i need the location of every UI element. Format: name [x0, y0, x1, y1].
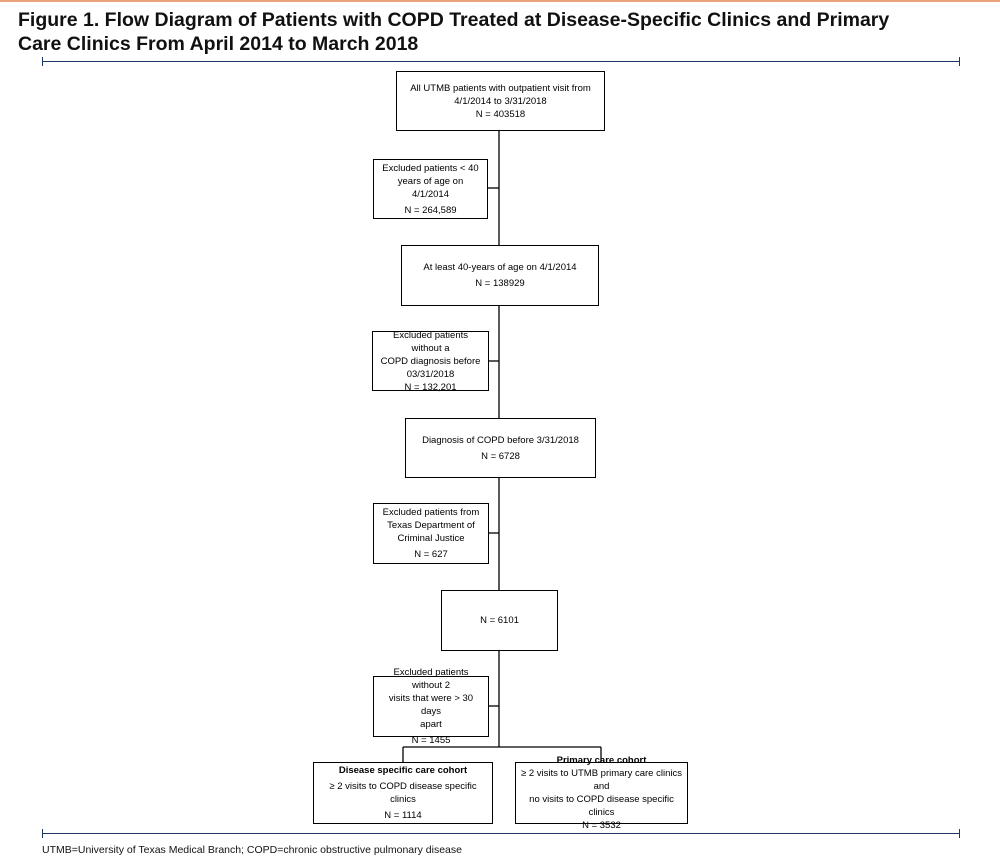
top-accent-line: [0, 0, 1000, 2]
excluded-age-box: Excluded patients < 40 years of age on 4…: [373, 159, 488, 219]
excluded-tdcj-line-3: Criminal Justice: [397, 533, 465, 544]
excluded-visits-line-1: Excluded patients without 2: [393, 667, 469, 691]
excluded-no-copd-line-2: COPD diagnosis before: [380, 355, 481, 367]
primary-care-line-1: ≥ 2 visits to UTMB primary care clinics …: [521, 768, 682, 792]
age-40-plus-count: N = 138929: [475, 278, 525, 289]
age-40-plus-box: At least 40-years of age on 4/1/2014 N =…: [401, 245, 599, 306]
primary-care-cohort-box: Primary care cohort ≥ 2 visits to UTMB p…: [515, 755, 688, 831]
all-patients-count: N = 403518: [475, 108, 526, 120]
primary-care-heading: Primary care cohort: [556, 755, 647, 766]
all-patients-box: All UTMB patients with outpatient visit …: [396, 71, 605, 131]
copd-diagnosis-box: Diagnosis of COPD before 3/31/2018 N = 6…: [405, 418, 596, 478]
disease-specific-line-1: ≥ 2 visits to COPD disease specific clin…: [329, 781, 477, 805]
excluded-age-line-2: years of age on 4/1/2014: [397, 175, 464, 200]
excluded-visits-line-2: visits that were > 30 days: [388, 693, 474, 717]
figure-title-line-1: Figure 1. Flow Diagram of Patients with …: [18, 9, 890, 31]
excluded-no-copd-line-1: Excluded patients without a: [393, 329, 468, 354]
figure-title-line-2: Care Clinics From April 2014 to March 20…: [18, 33, 419, 55]
all-patients-line-2: 4/1/2014 to 3/31/2018: [454, 95, 547, 107]
primary-care-line-2: no visits to COPD disease specific clini…: [529, 794, 674, 818]
excluded-visits-box: Excluded patients without 2 visits that …: [373, 667, 489, 746]
top-divider: [42, 57, 960, 66]
excluded-no-copd-line-3: 03/31/2018: [406, 368, 455, 380]
disease-specific-heading: Disease specific care cohort: [338, 765, 468, 776]
excluded-visits-line-3: apart: [420, 719, 442, 730]
excluded-tdcj-line-2: Texas Department of: [387, 520, 475, 531]
excluded-no-copd-count: N = 132,201: [404, 381, 457, 393]
footnote: UTMB=University of Texas Medical Branch;…: [42, 844, 462, 856]
excluded-tdcj-count: N = 627: [414, 549, 448, 560]
excluded-visits-count: N = 1455: [411, 735, 451, 746]
excluded-no-copd-box: Excluded patients without a COPD diagnos…: [372, 329, 489, 393]
all-patients-line-1: All UTMB patients with outpatient visit …: [410, 82, 591, 94]
excluded-tdcj-box: Excluded patients from Texas Department …: [373, 503, 489, 564]
disease-specific-cohort-box: Disease specific care cohort ≥ 2 visits …: [313, 762, 493, 824]
remaining-count: N = 6101: [480, 615, 519, 626]
primary-care-count: N = 3532: [582, 820, 621, 831]
disease-specific-count: N = 1114: [384, 810, 422, 821]
copd-diagnosis-count: N = 6728: [481, 450, 520, 462]
copd-diagnosis-line-1: Diagnosis of COPD before 3/31/2018: [422, 434, 579, 446]
age-40-plus-line-1: At least 40-years of age on 4/1/2014: [423, 262, 577, 273]
excluded-tdcj-line-1: Excluded patients from: [382, 507, 480, 518]
excluded-age-line-1: Excluded patients < 40: [382, 162, 479, 174]
remaining-box: N = 6101: [441, 590, 558, 651]
excluded-age-count: N = 264,589: [404, 204, 457, 216]
figure-title: Figure 1. Flow Diagram of Patients with …: [18, 8, 978, 56]
bottom-divider: [42, 829, 960, 838]
